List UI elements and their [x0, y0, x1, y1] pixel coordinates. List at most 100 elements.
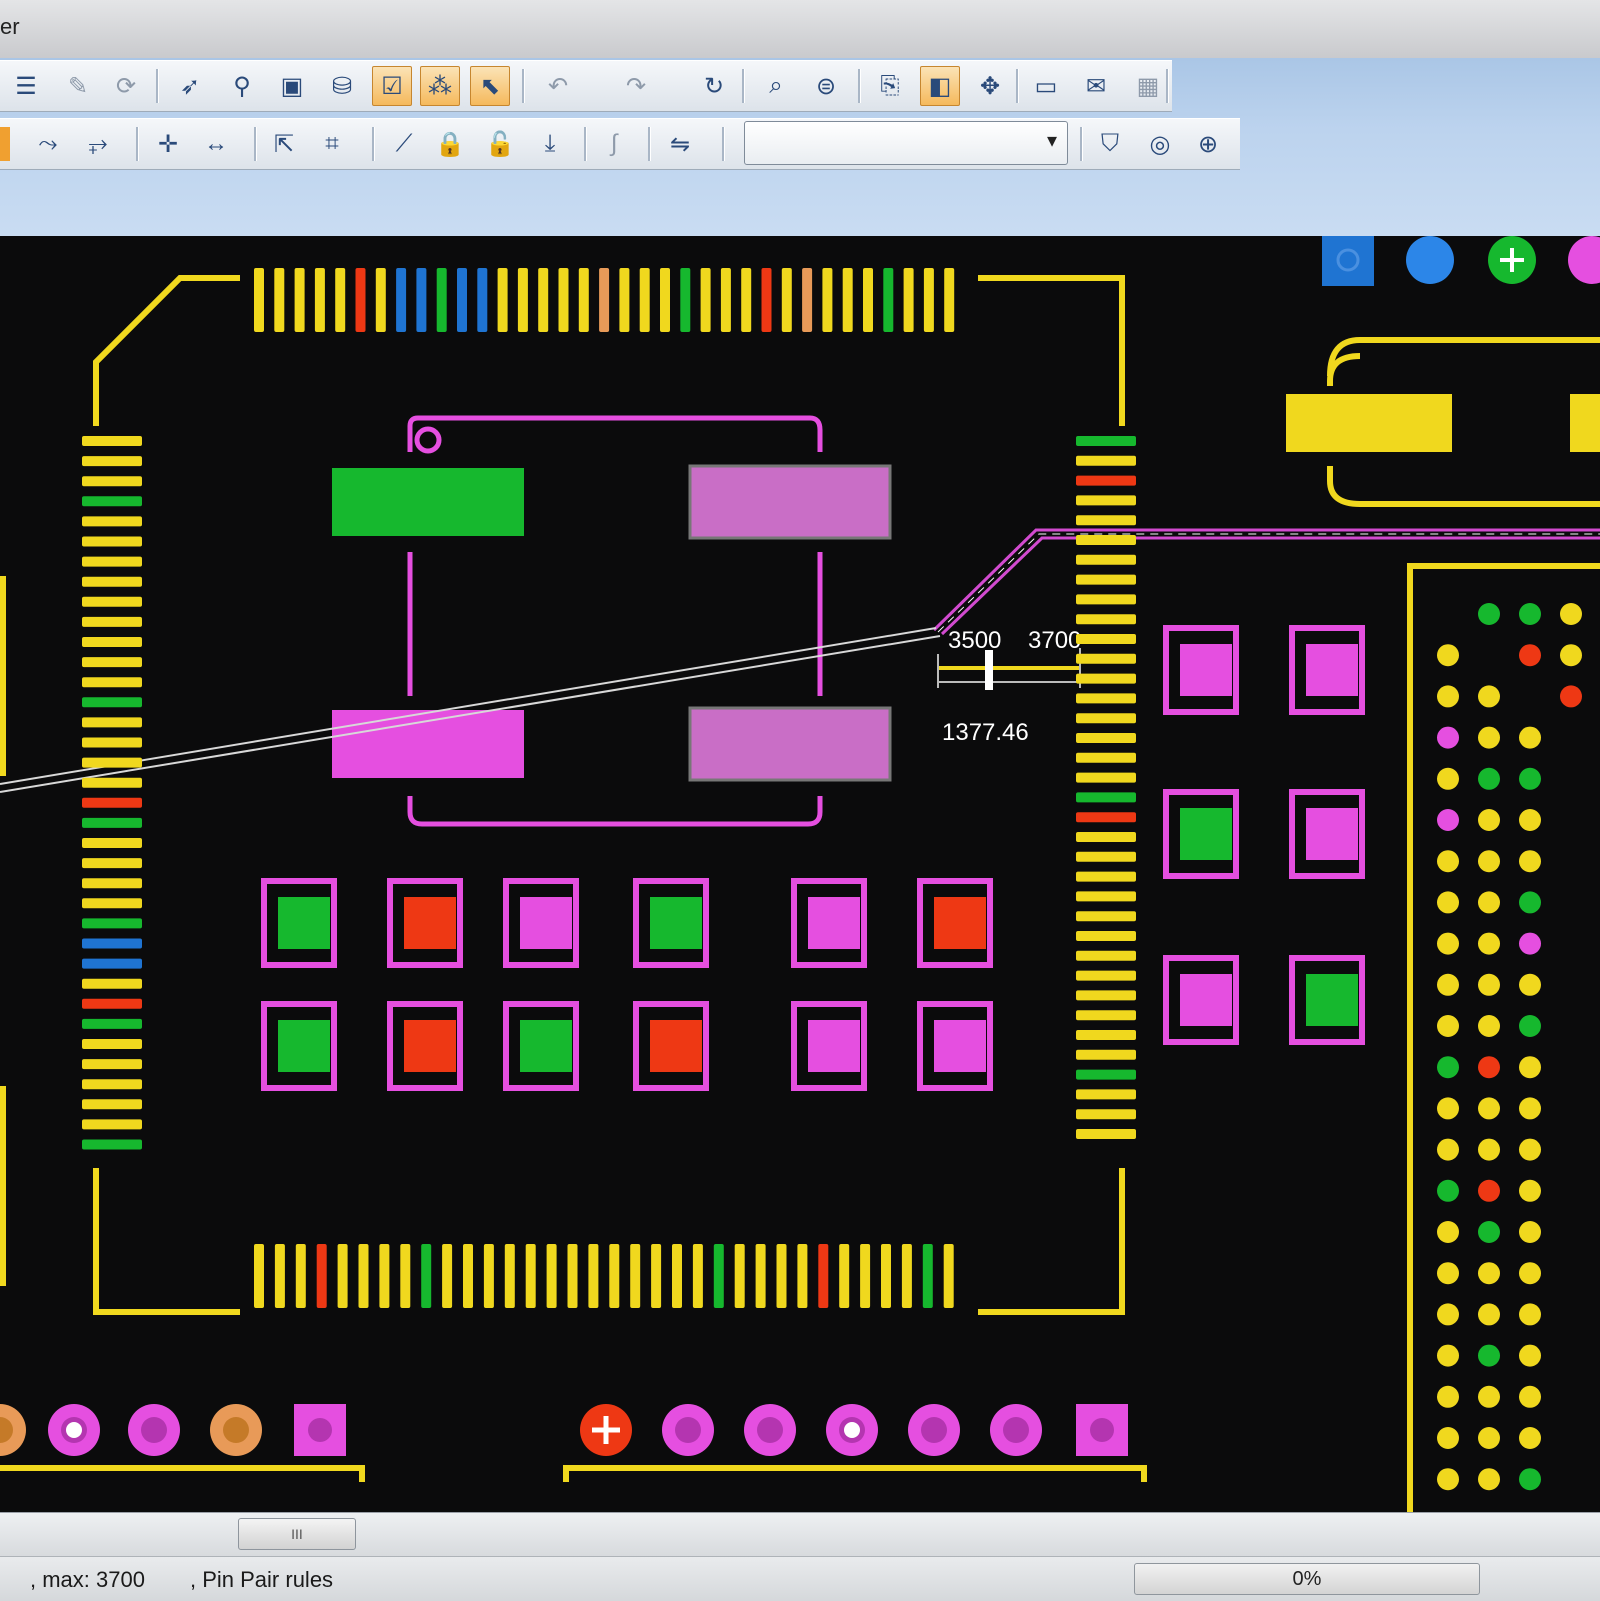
bga-ball[interactable] — [1478, 603, 1500, 625]
ic-pin[interactable] — [1076, 515, 1136, 526]
bga-ball[interactable] — [1478, 726, 1500, 749]
square-pad[interactable] — [934, 897, 986, 949]
ic-pin[interactable] — [546, 1244, 557, 1308]
view-panel-icon[interactable]: ◧ — [920, 66, 960, 106]
bga-ball[interactable] — [1519, 1262, 1541, 1285]
ic-pin[interactable] — [1076, 1109, 1136, 1120]
ic-pin[interactable] — [883, 268, 894, 332]
ic-pin[interactable] — [82, 616, 142, 627]
layer-down-icon[interactable]: ⛉ — [1101, 130, 1119, 157]
ic-pin[interactable] — [375, 268, 386, 332]
window-icon[interactable]: ▭ — [1034, 72, 1058, 100]
bga-ball[interactable] — [1478, 1221, 1500, 1243]
bga-ball[interactable] — [1519, 891, 1541, 914]
ic-pin[interactable] — [692, 1244, 703, 1308]
bga-ball[interactable] — [1478, 891, 1500, 914]
ic-pin[interactable] — [700, 268, 711, 332]
highlight-pins-icon[interactable]: ⁂ — [420, 66, 460, 106]
ic-pin[interactable] — [741, 268, 752, 332]
arc-icon[interactable]: ∫ — [610, 130, 618, 157]
via-round[interactable] — [1568, 236, 1600, 284]
via-add-icon[interactable]: ⊕ — [1197, 130, 1219, 158]
ic-pin[interactable] — [619, 268, 630, 332]
square-pad[interactable] — [1180, 808, 1232, 860]
ic-pin[interactable] — [630, 1244, 641, 1308]
ic-pin[interactable] — [358, 1244, 369, 1308]
bga-ball[interactable] — [1478, 1056, 1500, 1079]
ic-pin[interactable] — [295, 1244, 306, 1308]
ic-pin[interactable] — [1076, 911, 1136, 922]
properties-icon[interactable]: ⎘ — [880, 72, 900, 99]
ic-pin[interactable] — [1076, 594, 1136, 605]
ic-pin[interactable] — [82, 757, 142, 768]
ic-pin[interactable] — [82, 677, 142, 688]
bga-ball[interactable] — [1478, 1468, 1500, 1491]
pcb-board[interactable]: 3500 3700 1377.46 — [0, 236, 1600, 1512]
bga-ball[interactable] — [1519, 1138, 1541, 1161]
ic-pin[interactable] — [82, 496, 142, 507]
ic-pin[interactable] — [1076, 812, 1136, 823]
ic-pin[interactable] — [1076, 1069, 1136, 1080]
bga-ball[interactable] — [1478, 685, 1500, 708]
ic-pin[interactable] — [82, 958, 142, 969]
ic-pin[interactable] — [416, 268, 427, 332]
ic-pin[interactable] — [82, 556, 142, 567]
ic-pin[interactable] — [860, 1244, 871, 1308]
bga-ball[interactable] — [1519, 1344, 1541, 1367]
smd-pad[interactable] — [332, 468, 524, 536]
ic-pin[interactable] — [82, 476, 142, 487]
pin-tool-icon[interactable]: ✎ — [67, 72, 89, 100]
ic-pin[interactable] — [943, 1244, 954, 1308]
bga-ball[interactable] — [1519, 1468, 1541, 1491]
add-trace-icon[interactable]: ⟋ — [395, 130, 413, 157]
ic-pin[interactable] — [1076, 832, 1136, 842]
select-corner-icon[interactable]: ⇱ — [273, 130, 295, 158]
bga-ball[interactable] — [1478, 1385, 1500, 1408]
bga-ball[interactable] — [1519, 1015, 1541, 1037]
ic-pin[interactable] — [355, 268, 366, 332]
route-dynamic-icon[interactable]: ⥅ — [88, 130, 108, 157]
ic-pin[interactable] — [517, 268, 528, 332]
ic-pin[interactable] — [672, 1244, 682, 1308]
bga-ball[interactable] — [1519, 1221, 1541, 1243]
bga-ball[interactable] — [1437, 809, 1459, 831]
ic-pin[interactable] — [1076, 713, 1136, 724]
ic-pin[interactable] — [660, 268, 670, 332]
lock-icon[interactable]: 🔒 — [435, 130, 465, 158]
bga-ball[interactable] — [1437, 1097, 1459, 1120]
bga-ball[interactable] — [1437, 1427, 1459, 1449]
ic-pin[interactable] — [1076, 673, 1136, 684]
ic-pin[interactable] — [82, 596, 142, 607]
square-pad[interactable] — [404, 897, 456, 949]
ic-pin[interactable] — [713, 1244, 724, 1308]
bga-ball[interactable] — [1478, 932, 1500, 955]
ic-pin[interactable] — [274, 1244, 285, 1308]
messages-icon[interactable]: ✉ — [1085, 72, 1107, 100]
ic-pin[interactable] — [578, 268, 589, 332]
ic-pin[interactable] — [457, 268, 467, 332]
square-pad[interactable] — [1306, 974, 1358, 1026]
bga-ball[interactable] — [1437, 973, 1459, 996]
square-pad[interactable] — [1180, 974, 1232, 1026]
ic-pin[interactable] — [651, 1244, 662, 1308]
square-pad[interactable] — [278, 897, 330, 949]
ic-pin[interactable] — [82, 858, 142, 869]
ic-pin[interactable] — [442, 1244, 453, 1308]
ic-pin[interactable] — [755, 1244, 766, 1308]
square-pad[interactable] — [404, 1020, 456, 1072]
ic-pin[interactable] — [1076, 990, 1136, 1001]
ic-pin[interactable] — [802, 268, 813, 332]
ic-pin[interactable] — [82, 838, 142, 848]
bga-ball[interactable] — [1560, 685, 1582, 708]
diff-trace[interactable] — [940, 536, 1600, 636]
square-pad[interactable] — [808, 1020, 860, 1072]
bga-ball[interactable] — [1437, 1262, 1459, 1285]
select-filter-icon[interactable]: ➶ — [179, 72, 201, 100]
bga-ball[interactable] — [1519, 1427, 1541, 1449]
ic-pin[interactable] — [421, 1244, 432, 1308]
ic-pin[interactable] — [1076, 1030, 1136, 1040]
bga-ball[interactable] — [1437, 850, 1459, 873]
ic-pin[interactable] — [1076, 574, 1136, 585]
ic-pin[interactable] — [82, 878, 142, 889]
square-pad[interactable] — [520, 1020, 572, 1072]
